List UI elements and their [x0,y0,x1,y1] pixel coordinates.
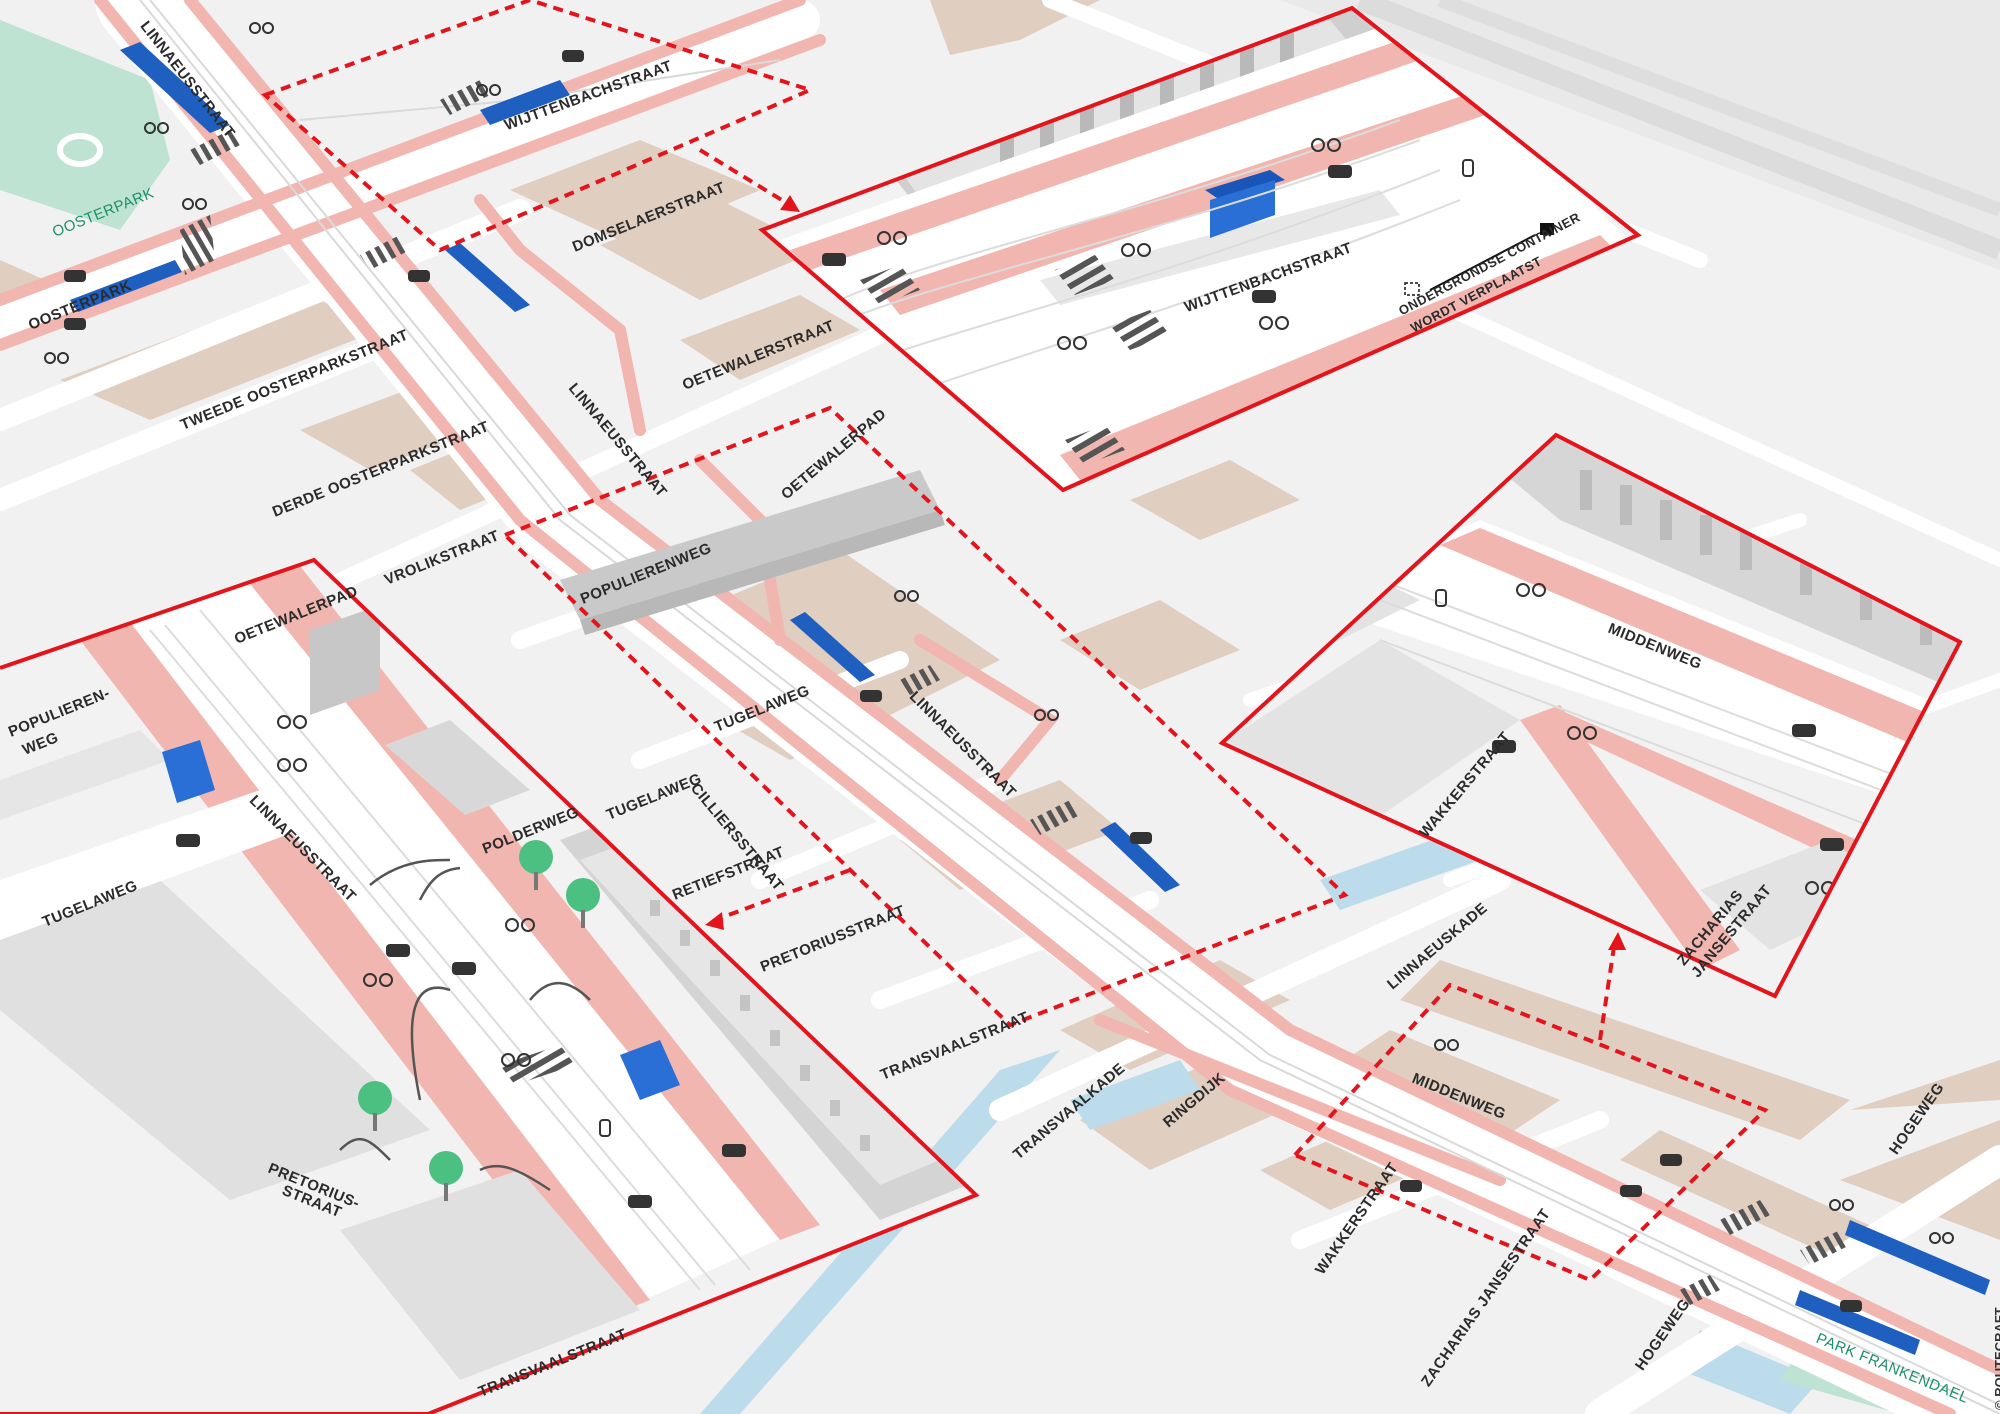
bicycle-icon [363,973,393,987]
bicycle-icon [1516,583,1546,597]
tram-icon [1435,589,1447,607]
car-icon [1792,724,1816,737]
bicycle-icon [1929,1232,1954,1244]
tree-icon [429,1151,463,1201]
leader-lines [698,148,1617,1041]
bicycle-icon [144,122,169,134]
bicycle-icon [1567,726,1597,740]
car-icon [1130,832,1152,844]
car-icon [1660,1154,1682,1166]
bicycle-icon [1259,316,1289,330]
leader-arrowheads [705,195,1626,950]
credit-routecraft: © ROUTECRAFT [1992,1307,2000,1410]
tram-stop-platforms [70,42,1990,1355]
car-icon [628,1195,652,1208]
map-bike-icons [44,22,1954,1244]
bicycle-icon [894,590,919,602]
car-icon [1400,1180,1422,1192]
car-icon [860,690,882,702]
bicycle-icon [501,1053,531,1067]
bicycle-icon [44,352,69,364]
bicycle-icon [277,758,307,772]
car-icon [1492,740,1516,753]
bicycle-icon [1434,1039,1459,1051]
car-icon [1820,838,1844,851]
bicycle-icon [277,715,307,729]
car-icon [64,270,86,282]
tram-icon [1462,159,1474,177]
tree-icon [566,878,600,928]
car-icon [1620,1185,1642,1197]
container-icon [1540,223,1554,235]
car-icon [408,270,430,282]
tree-icon [519,840,553,890]
bicycle-icon [1034,709,1059,721]
car-icon [64,318,86,330]
car-icon [1252,290,1276,303]
bicycle-icon [476,84,501,96]
bicycle-icon [505,918,535,932]
crosswalks [180,80,1850,1305]
focus-areas [261,0,1769,1283]
bicycle-icon [1057,336,1087,350]
tree-icon [358,1081,392,1131]
car-icon [386,944,410,957]
bicycle-icon [182,198,207,210]
oosterpark-green [0,20,170,230]
bicycle-icon [877,231,907,245]
tram-stop-icon [162,740,680,1100]
car-icon [722,1144,746,1157]
bicycle-icon [249,22,274,34]
car-icon [822,253,846,266]
bicycle-icon [1311,138,1341,152]
car-icon [176,834,200,847]
tram-icon [599,1119,611,1137]
map-icons [64,50,1862,1312]
car-icon [1840,1300,1862,1312]
bicycle-icon [1829,1199,1854,1211]
car-icon [1328,165,1352,178]
car-icon [452,962,476,975]
bicycle-icon [1121,243,1151,257]
overpass [560,470,940,620]
car-icon [562,50,584,62]
